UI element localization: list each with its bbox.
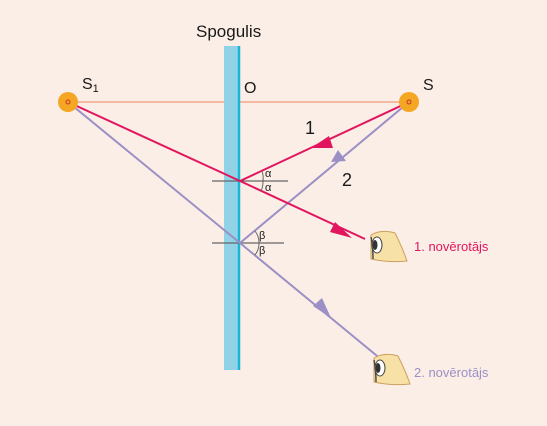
angle-arc-beta-2 [254,242,260,256]
mirror-label: Spogulis [196,22,261,41]
angle-alpha-label-2: α [265,182,272,194]
ray-1-arrow-reflected [330,222,352,238]
angle-beta-label-2: β [259,245,265,257]
source-label: S [423,77,434,94]
observer-2-label: 2. novērotājs [414,365,489,380]
angle-beta-label-1: β [259,230,265,242]
angle-arc-beta-1 [254,230,260,244]
ray-2-virtual [67,101,241,244]
source-point-icon [399,92,419,112]
ray-1-virtual [67,101,241,182]
eye-icon [370,230,408,263]
angle-arc-alpha-2 [260,180,264,192]
point-o-label: O [244,80,256,97]
ray-2-label: 2 [342,170,352,190]
ray-2-incident [239,101,410,244]
angle-arc-alpha-1 [261,170,264,182]
ray-2-reflected [239,242,383,361]
angle-alpha-label-1: α [265,168,272,180]
observer-1-label: 1. novērotājs [414,239,489,254]
mirror [224,46,239,370]
ray-1-label: 1 [305,118,315,138]
ray-1-arrow-incident [311,136,333,148]
ray-2-arrow-incident [331,150,346,162]
ray-2-arrow-reflected [313,298,331,318]
image-point-icon [58,92,78,112]
image-label: S1 [82,76,99,95]
eye-icon [373,353,411,386]
